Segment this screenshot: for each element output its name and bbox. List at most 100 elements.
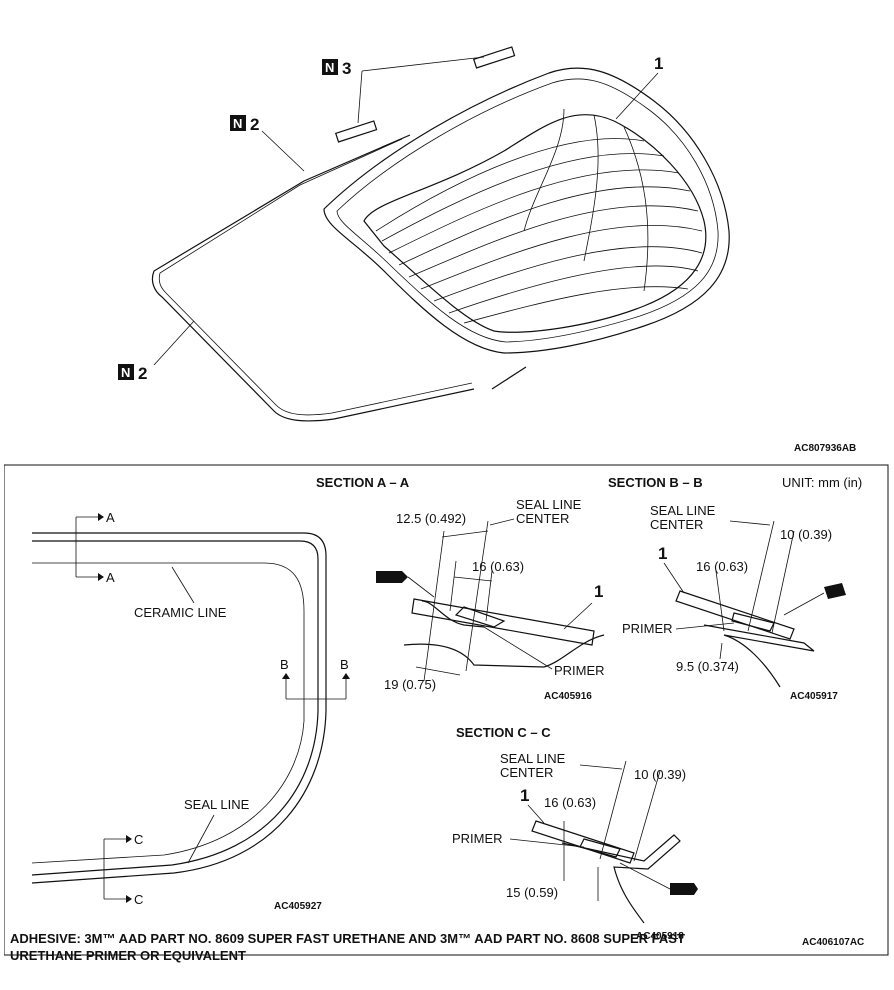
n2-upper-box: [230, 115, 246, 131]
label-b-right: B: [340, 657, 349, 672]
section-aa-dim-2: 16 (0.63): [472, 559, 524, 574]
label-c-bottom: C: [134, 892, 143, 907]
n2-lower-number: 2: [138, 364, 147, 383]
n2-lower-mark: N: [121, 365, 130, 380]
bb-urethane: [731, 612, 775, 632]
label-a-bottom: A: [106, 570, 115, 585]
adhesive-note-line-2: URETHANE PRIMER OR EQUIVALENT: [10, 948, 246, 963]
aa-glass: [411, 598, 595, 646]
section-cc-seal-2: CENTER: [500, 765, 553, 780]
section-aa-title: SECTION A – A: [316, 475, 410, 490]
top-view: N 3 N 2 N 2 1 AC807936AB: [118, 46, 856, 454]
section-bb-seal-2: CENTER: [650, 517, 703, 532]
bb-glass: [675, 590, 795, 640]
glass-outline: [323, 67, 730, 354]
label-c-top: C: [134, 832, 143, 847]
section-cc-title: SECTION C – C: [456, 725, 551, 740]
section-aa-dim-1: 12.5 (0.492): [396, 511, 466, 526]
leader-n3b: [357, 70, 363, 124]
cc-extension-1: [599, 760, 627, 860]
aa-flange-top: [421, 600, 485, 628]
aa-dim-line-2: [453, 576, 493, 582]
section-bb-seal-1: SEAL LINE: [650, 503, 716, 518]
adhesive-note: ADHESIVE: 3M™ AAD PART NO. 8609 SUPER FA…: [10, 930, 884, 964]
aa-extension-4: [485, 570, 493, 622]
left-figure-code: AC405927: [274, 901, 322, 912]
aa-part-leader: [563, 602, 593, 630]
section-aa-dim-3: 19 (0.75): [384, 677, 436, 692]
glass-edge-inner: [31, 540, 319, 876]
unit-label: UNIT: mm (in): [782, 475, 862, 490]
section-bb: SECTION B – B SEAL LINE CENTER 10 (0.39)…: [608, 475, 846, 702]
part-1-callout: 1: [654, 54, 663, 73]
leader-seal: [187, 814, 215, 864]
lower-frame: [4, 464, 889, 956]
bb-extension-3: [715, 570, 725, 632]
bb-extension-2: [771, 530, 795, 634]
aa-extension-3: [449, 560, 457, 612]
bb-extension-4: [719, 642, 723, 660]
aa-body-panel: [403, 634, 605, 668]
aa-nozzle-tip: [407, 576, 435, 598]
heater-area: [363, 113, 707, 333]
leader-n2-upper: [261, 130, 305, 172]
arrow-c-top-icon: [126, 835, 132, 843]
bb-part-leader: [663, 562, 685, 594]
n2-upper-number: 2: [250, 115, 259, 134]
n3-mark: N: [325, 60, 334, 75]
top-figure-code: AC807936AB: [794, 443, 856, 454]
n3-number: 3: [342, 59, 351, 78]
cc-glass: [531, 820, 635, 864]
bb-body: [703, 624, 815, 688]
section-bb-dim-3: 9.5 (0.374): [676, 659, 739, 674]
section-bb-dim-2: 16 (0.63): [696, 559, 748, 574]
cc-urethane: [579, 838, 621, 858]
leader-n3a: [361, 56, 485, 72]
adhesive-note-line-1: ADHESIVE: 3M™ AAD PART NO. 8609 SUPER FA…: [10, 931, 685, 946]
arrow-a-bottom-icon: [98, 573, 104, 581]
aa-urethane: [454, 606, 506, 628]
cc-body: [561, 834, 681, 924]
section-cc-part: 1: [520, 786, 529, 805]
section-aa-code: AC405916: [544, 691, 592, 702]
ceramic-line: [31, 562, 305, 864]
bb-nozzle-icon: [824, 583, 846, 599]
pad-lower: [334, 120, 378, 143]
cc-part-leader: [527, 804, 545, 824]
section-bb-part: 1: [658, 544, 667, 563]
bb-nozzle-tip: [783, 592, 825, 616]
cc-primer-leader: [509, 838, 585, 848]
lower-figure-code: AC406107AC: [802, 937, 864, 948]
cc-nozzle-tip: [619, 862, 671, 890]
aa-extension-1: [423, 530, 445, 682]
left-view: A A B B C C CERAMIC LINE SEAL LINE AC405…: [31, 510, 350, 912]
label-b-left: B: [280, 657, 289, 672]
section-aa-seal-1: SEAL LINE: [516, 497, 582, 512]
n2-upper-mark: N: [233, 116, 242, 131]
aa-extension-2: [465, 520, 489, 672]
section-cc-dim-2: 16 (0.63): [544, 795, 596, 810]
n3-box: [322, 59, 338, 75]
section-cc-code: AC405918: [636, 931, 684, 942]
diagram-canvas: N 3 N 2 N 2 1 AC807936AB A A B B: [4, 46, 889, 956]
bb-extension-1: [747, 520, 775, 632]
seal-line-label: SEAL LINE: [184, 797, 250, 812]
arrow-b-right-icon: [342, 673, 350, 679]
section-bb-primer: PRIMER: [622, 621, 673, 636]
aa-dim-line-1: [441, 530, 489, 538]
aa-dim-line-3: [415, 666, 461, 676]
section-bb-title: SECTION B – B: [608, 475, 703, 490]
molding-strip-end: [491, 366, 527, 390]
molding-strip: [151, 134, 475, 422]
cc-nozzle-icon: [670, 883, 698, 895]
section-aa-primer: PRIMER: [554, 663, 605, 678]
section-bb-dim-1: 10 (0.39): [780, 527, 832, 542]
glass-edge-outer: [31, 532, 327, 884]
section-aa-seal-2: CENTER: [516, 511, 569, 526]
molding-strip-inner: [158, 138, 473, 416]
bb-seal-leader: [729, 520, 771, 526]
bb-primer-leader: [675, 622, 735, 630]
cc-seal-leader: [579, 764, 623, 770]
cc-extension-2: [633, 770, 661, 862]
section-cc-primer: PRIMER: [452, 831, 503, 846]
